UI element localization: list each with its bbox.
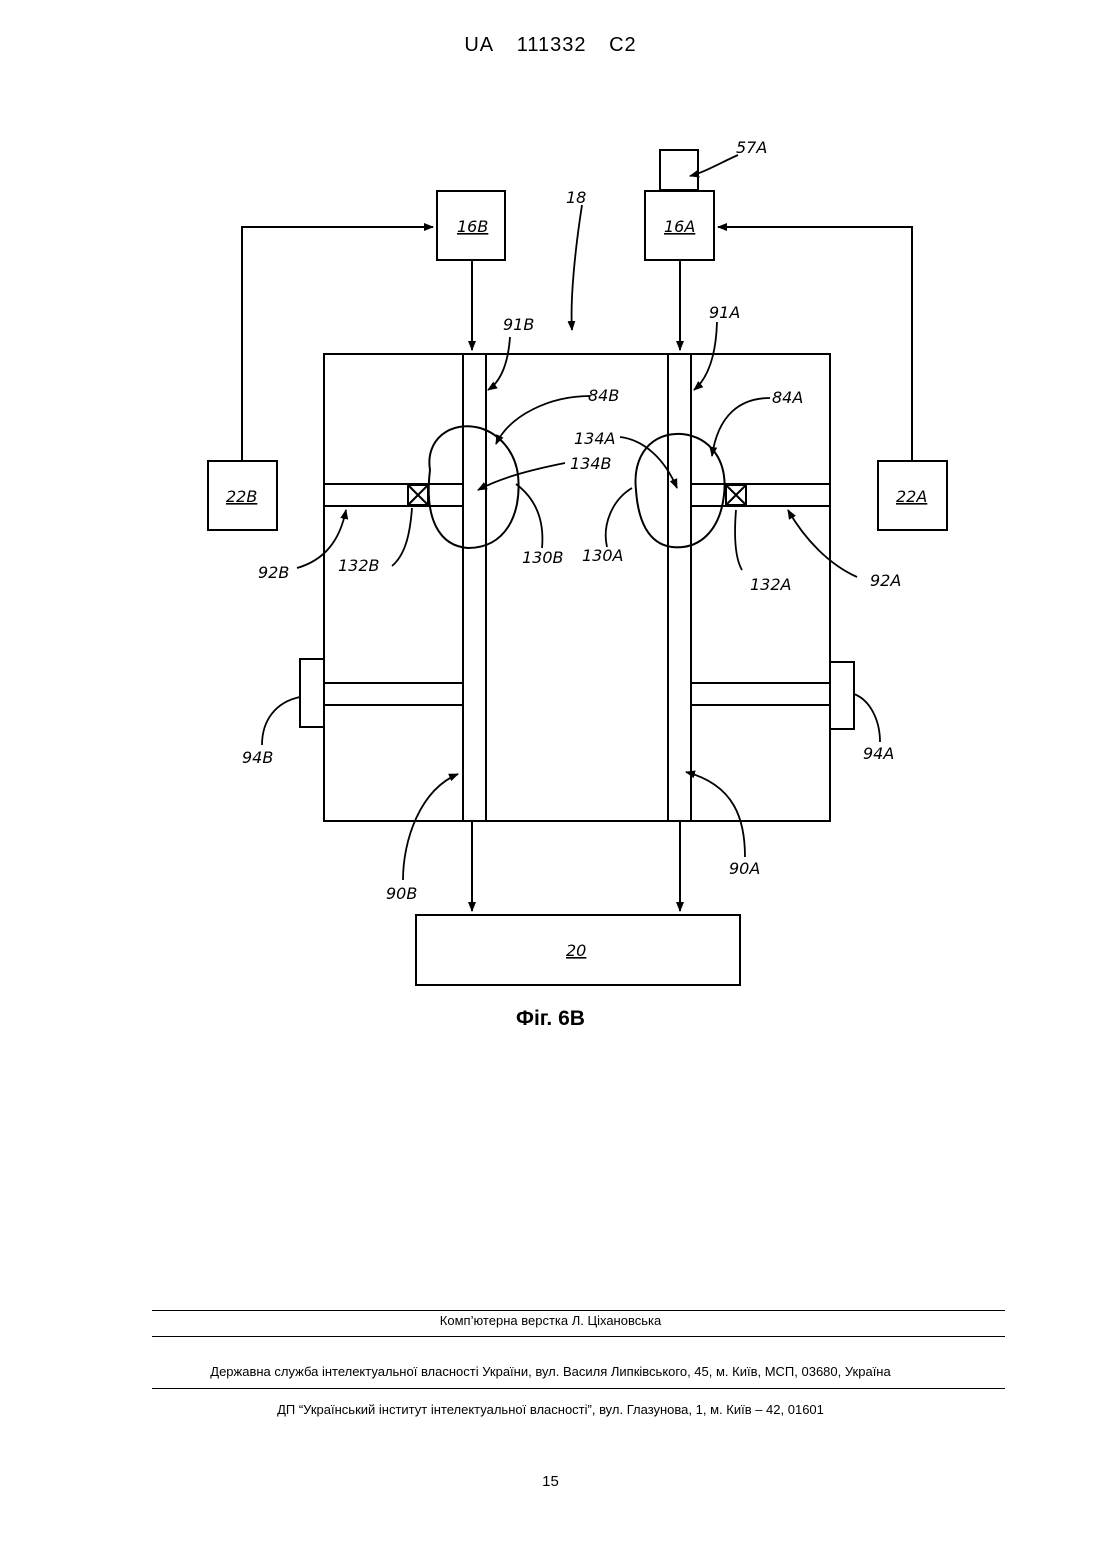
label-94b: 94B <box>242 748 273 767</box>
label-132b: 132B <box>338 556 380 575</box>
label-130a: 130A <box>582 546 623 565</box>
label-134a: 134A <box>574 429 615 448</box>
footer-layout-credit: Комп’ютерна верстка Л. Ціхановська <box>0 1313 1101 1328</box>
footer-rule-3 <box>152 1388 1005 1389</box>
label-18: 18 <box>566 188 586 207</box>
label-92b: 92B <box>258 563 289 582</box>
valve-132b <box>408 485 428 505</box>
label-91b: 91B <box>503 315 534 334</box>
label-20: 20 <box>566 941 586 960</box>
box-57a <box>660 150 698 190</box>
footer-rule-2 <box>152 1336 1005 1337</box>
sensor-94b <box>300 659 324 727</box>
figure-caption: Фіг. 6В <box>0 1007 1101 1031</box>
patent-figure-6b: 57A 18 16B 16A 91B 91A 84B 84A 134A 134B… <box>0 0 1101 1100</box>
label-16b: 16B <box>457 217 488 236</box>
page-number: 15 <box>0 1473 1101 1490</box>
label-84b: 84B <box>588 386 619 405</box>
sensor-94a <box>830 662 854 729</box>
footer-rule-1 <box>152 1310 1005 1311</box>
footer-office-address: Державна служба інтелектуальної власност… <box>0 1364 1101 1379</box>
label-91a: 91A <box>709 303 740 322</box>
label-22a: 22A <box>896 487 927 506</box>
label-92a: 92A <box>870 571 901 590</box>
label-90a: 90A <box>729 859 760 878</box>
label-130b: 130B <box>522 548 564 567</box>
label-94a: 94A <box>863 744 894 763</box>
valve-132a <box>726 485 746 505</box>
footer-institute-address: ДП “Український інститут інтелектуальної… <box>0 1402 1101 1417</box>
label-22b: 22B <box>226 487 257 506</box>
label-90b: 90B <box>386 884 417 903</box>
label-57a: 57A <box>736 138 767 157</box>
label-134b: 134B <box>570 454 612 473</box>
label-84a: 84A <box>772 388 803 407</box>
label-16a: 16A <box>664 217 695 236</box>
label-132a: 132A <box>750 575 791 594</box>
